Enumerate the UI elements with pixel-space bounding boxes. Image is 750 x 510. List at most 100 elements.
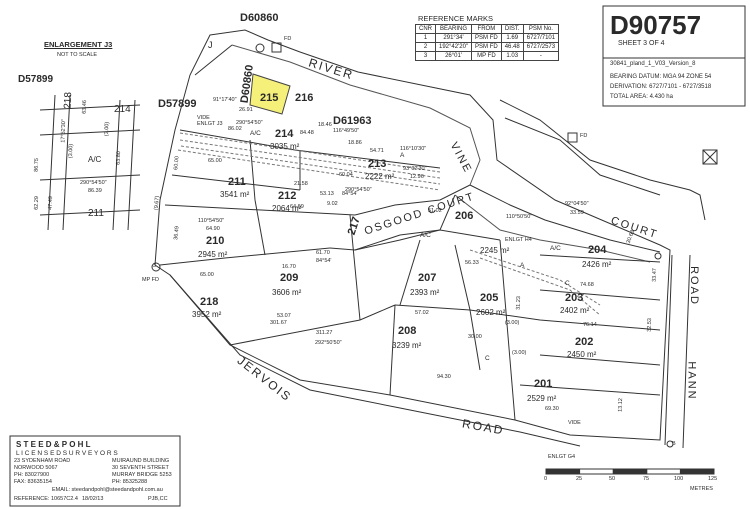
dim-label: (3.00)	[505, 320, 520, 326]
table-header-cell: DIST.	[500, 24, 524, 34]
lot-214: 214	[275, 128, 294, 140]
vide-enlgt-h4: ENLGT H4	[505, 237, 532, 243]
surveyor-initials: PJB,CC	[148, 496, 168, 502]
corner-j: J	[208, 40, 213, 50]
lot-201: 201	[534, 378, 553, 390]
plan-ref-d57899: D57899	[158, 98, 197, 110]
lot-206-area: 2245 m²	[480, 246, 510, 255]
easement-a: A	[400, 152, 405, 159]
dim-label: 60.00	[173, 155, 181, 171]
enlargement-dim: (3.00)	[103, 121, 111, 137]
table-cell: 2	[415, 42, 436, 52]
sheet-number: SHEET 3 OF 4	[618, 40, 665, 47]
lot-218: 218	[200, 296, 219, 308]
bearing-datum: BEARING DATUM: MGA 94 ZONE 54	[610, 74, 712, 80]
table-cell: 1.69	[500, 33, 524, 43]
lot-205-area: 2602 m²	[476, 308, 506, 317]
enlargement-dim: 63.46	[81, 100, 89, 114]
table-cell: PSM FD	[471, 42, 502, 52]
dim-label: 26.91	[239, 107, 253, 113]
easement-ac: A/C	[550, 245, 561, 252]
address-left-line: 23 SYDENHAM ROAD	[14, 458, 71, 464]
vide-enlgt-j3: VIDE ENLGT J3	[197, 115, 223, 127]
dim-label: 93°02'30"	[403, 166, 427, 172]
dim-label: 74.68	[580, 282, 594, 288]
easement-a: A	[520, 262, 525, 269]
table-cell: 1	[415, 33, 436, 43]
address-left-line: PH: 83027900	[14, 472, 50, 478]
dim-label: 53.13	[320, 191, 334, 197]
enlargement-title: ENLARGEMENT J3	[44, 40, 113, 49]
mp-fd: MP FD	[142, 277, 160, 283]
dim-label: 64.69	[290, 204, 304, 210]
enlargement-dim: (3.00)	[67, 143, 75, 159]
enlargement-dim: 62.29	[33, 196, 41, 210]
dim-label: 91°17'40"	[213, 97, 237, 103]
dim-label: 76.14	[583, 322, 597, 328]
dim-label: 84.48	[300, 130, 314, 136]
dim-label: 12.96	[410, 174, 424, 180]
enlargement-dim: 17°52'30"	[60, 119, 68, 143]
address-right-line: PH: 85325288	[112, 479, 148, 485]
plan-ref-d60860-top: D60860	[240, 12, 279, 24]
dim-label: 65.00	[200, 272, 214, 278]
enlargement-dim: 86.39	[88, 188, 102, 194]
enlargement-dim: 290°54'50"	[80, 180, 107, 186]
lot-210-area: 2945 m²	[198, 250, 228, 259]
road-road-east: ROAD	[687, 266, 700, 306]
enlargement-lot-218: 218	[62, 91, 75, 110]
easement-c: C	[485, 355, 490, 362]
dim-label: 18.86	[348, 140, 362, 146]
lot-202: 202	[575, 336, 594, 348]
table-cell: PSM FD	[471, 33, 502, 43]
lot-207: 207	[418, 272, 437, 284]
enlargement-dim: 86.75	[33, 158, 41, 172]
lot-209-area: 3606 m²	[272, 288, 302, 297]
table-header-cell: FROM	[471, 24, 502, 34]
dim-label: 21.58	[294, 181, 308, 187]
lot-202-area: 2450 m²	[567, 350, 597, 359]
lot-208: 208	[398, 325, 417, 337]
dim-label: 56.33	[465, 260, 479, 266]
enlargement-subtitle: NOT TO SCALE	[57, 52, 98, 58]
total-area: TOTAL AREA: 4.430 ha	[610, 94, 673, 100]
dim-label: 110°54'50"	[198, 218, 225, 224]
dim-label: 36.49	[173, 225, 181, 241]
version-label: 30841_pland_1_V03_Version_8	[610, 61, 696, 67]
surveyor-date: 18/02/13	[82, 496, 104, 502]
table-cell: 6727/2573	[522, 42, 560, 52]
dim-label: 301.67	[270, 320, 287, 326]
lot-211-area: 3541 m²	[220, 190, 250, 199]
table-cell: MP FD	[471, 51, 502, 61]
table-row: 3 26°01' MP FD 1.03 -	[415, 51, 560, 61]
lot-211: 211	[228, 176, 246, 188]
dim-label: 33.59	[570, 210, 584, 216]
road-hann: HANN	[685, 361, 698, 401]
dim-label: 292°50'50"	[315, 340, 342, 346]
dim-label: 51.02	[428, 208, 442, 214]
lot-205: 205	[480, 292, 499, 304]
table-header-cell: CNR	[415, 24, 436, 34]
surveyor-reference: REFERENCE: 10657C2.4	[14, 496, 78, 502]
table-header-row: CNR BEARING FROM DIST. PSM No.	[415, 24, 560, 34]
table-cell: -	[522, 51, 560, 61]
plan-number: D90757	[610, 10, 702, 40]
dim-label: 31.23	[515, 296, 523, 310]
table-row: 2 192°42'20" PSM FD 46.48 6727/2573	[415, 42, 560, 52]
lot-212: 212	[278, 190, 297, 202]
table-cell: 1.03	[500, 51, 524, 61]
table-cell: 3	[415, 51, 436, 61]
lot-218-area: 3952 m²	[192, 310, 222, 319]
dim-label: 290°54'50"	[345, 187, 372, 193]
dim-label: 64.90	[206, 226, 220, 232]
dim-label: 92°04'50"	[565, 201, 589, 207]
table-cell: 192°42'20"	[434, 42, 473, 52]
vide-enlgt-g4: ENLGT G4	[548, 454, 576, 460]
dim-label: 9.02	[327, 201, 338, 207]
lot-207-area: 2393 m²	[410, 288, 440, 297]
scale-tick: 25	[576, 476, 583, 482]
lot-214-area: 3035 m²	[270, 142, 300, 151]
dim-label: (3.00)	[512, 350, 527, 356]
lot-203-area: 2402 m²	[560, 306, 590, 315]
